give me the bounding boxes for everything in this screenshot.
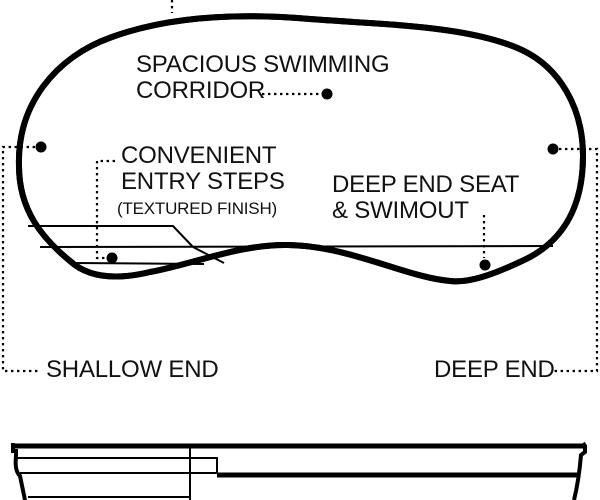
label-entry-steps-note: (TEXTURED FINISH) — [117, 199, 277, 218]
section-right-wall — [572, 441, 587, 500]
section-left-wall — [11, 443, 27, 500]
leader-shallow-end — [1, 145, 38, 373]
pool-cross-section — [11, 441, 587, 500]
marker-dot-corridor — [321, 88, 333, 100]
label-deep-end-seat: DEEP END SEAT & SWIMOUT — [332, 171, 520, 224]
marker-dot-deep-end — [547, 143, 559, 155]
marker-dot-entry-steps — [106, 252, 118, 264]
pool-plan-view — [1, 0, 599, 373]
pool-outline-overstroke — [15, 13, 587, 285]
leader-deep-end — [551, 147, 599, 373]
leader-entry-steps — [95, 159, 115, 260]
label-shallow-end: SHALLOW END — [46, 356, 219, 383]
section-bench-top-line — [16, 457, 218, 474]
label-deep-end: DEEP END — [434, 356, 555, 383]
entry-step-1-line — [28, 225, 194, 248]
marker-dot-shallow-end — [35, 141, 47, 153]
label-swimming-corridor: SPACIOUS SWIMMING CORRIDOR — [136, 51, 390, 104]
marker-dot-swimout — [479, 259, 491, 271]
label-entry-steps: CONVENIENT ENTRY STEPS — [121, 142, 285, 195]
